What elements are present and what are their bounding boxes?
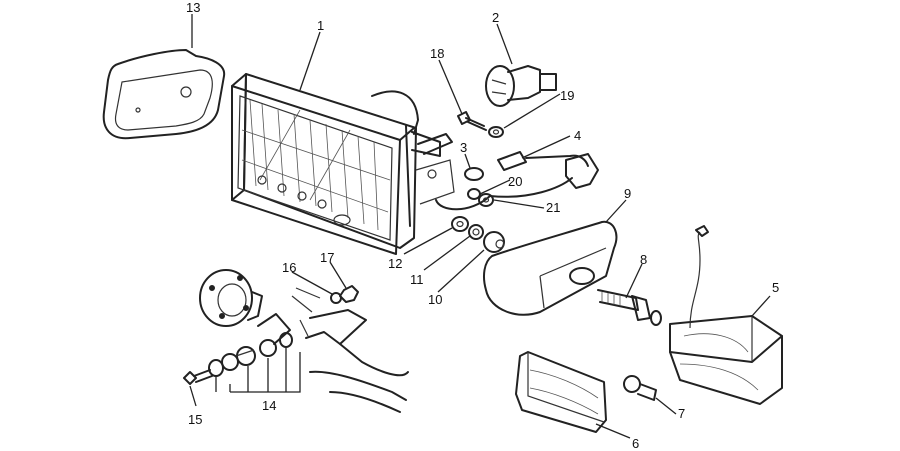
callout-6: 6 — [632, 436, 639, 451]
callout-7: 7 — [678, 406, 685, 421]
callout-13: 13 — [186, 0, 200, 15]
nut-17-part — [339, 285, 359, 303]
callout-17: 17 — [320, 250, 334, 265]
callout-10: 10 — [428, 292, 442, 307]
nut-12-part — [451, 216, 469, 232]
callout-labels: 13 1 2 18 19 4 3 20 21 9 12 11 10 8 5 6 … — [186, 0, 779, 451]
callout-19: 19 — [560, 88, 574, 103]
turn-signal-housing-part — [483, 220, 618, 316]
washer-16-part — [330, 292, 342, 304]
nut-20-part — [467, 188, 481, 200]
grommet-10-part — [483, 231, 505, 253]
callout-5: 5 — [772, 280, 779, 295]
mounting-bracket-part — [291, 287, 409, 413]
washer-11-part — [468, 224, 484, 240]
washer-19-part — [488, 126, 504, 138]
callout-14: 14 — [262, 398, 276, 413]
callout-4: 4 — [574, 128, 581, 143]
headlight-bulb-part — [485, 65, 557, 107]
pilot-bulb-part — [464, 167, 484, 181]
leader-lines — [189, 14, 771, 439]
callout-9: 9 — [624, 186, 631, 201]
callout-16: 16 — [282, 260, 296, 275]
callout-21: 21 — [546, 200, 560, 215]
callout-20: 20 — [508, 174, 522, 189]
indicator-bulb-part — [623, 375, 657, 401]
headlight-unit-part — [231, 73, 455, 255]
callout-18: 18 — [430, 46, 444, 61]
headlight-visor-part — [102, 49, 226, 140]
callout-12: 12 — [388, 256, 402, 271]
bulb-socket-part — [435, 151, 599, 211]
spacer-set-14-part — [208, 332, 293, 377]
callout-3: 3 — [460, 140, 467, 155]
callout-1: 1 — [317, 18, 324, 33]
callout-15: 15 — [188, 412, 202, 427]
callout-8: 8 — [640, 252, 647, 267]
indicator-lens-part — [515, 351, 607, 433]
bolt-15-part — [183, 369, 213, 385]
mounting-bolt-part — [597, 289, 662, 326]
fork-flange-part — [199, 269, 291, 345]
turn-signal-lamp-part — [669, 225, 783, 405]
washer-21-part — [478, 193, 494, 207]
callout-2: 2 — [492, 10, 499, 25]
bolt-18-part — [457, 111, 487, 131]
callout-11: 11 — [410, 272, 424, 287]
